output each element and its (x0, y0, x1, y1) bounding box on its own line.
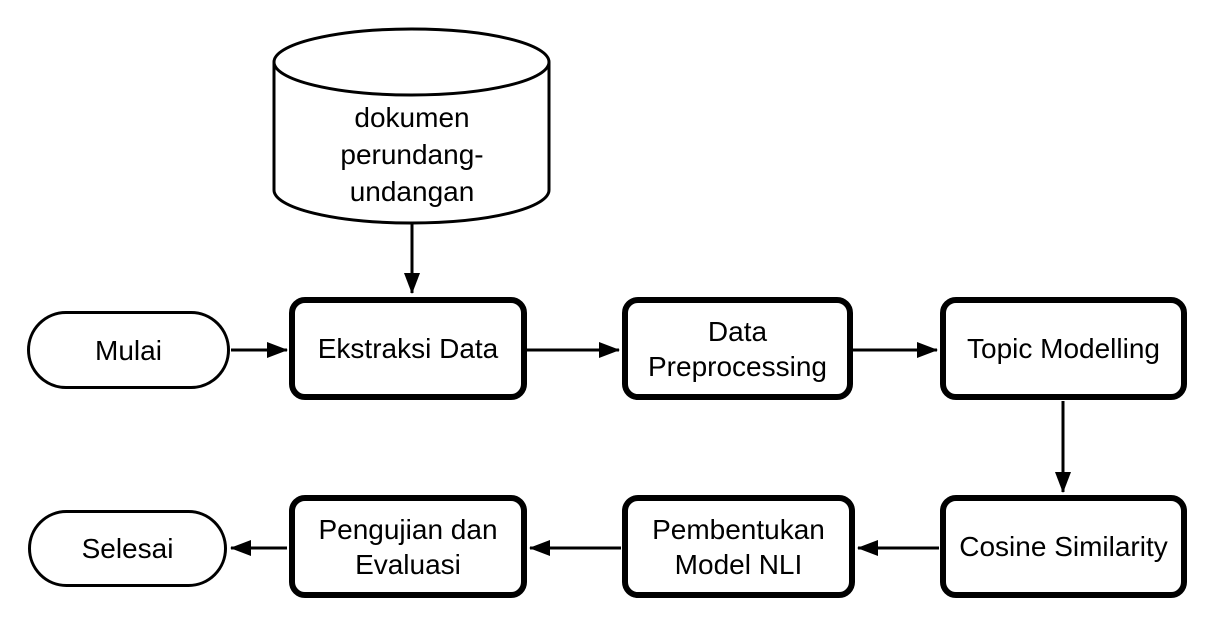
node-label-line: Preprocessing (648, 350, 827, 382)
node-ekstraksi-data: Ekstraksi Data (289, 297, 527, 400)
node-cosine-label: Cosine Similarity (959, 529, 1168, 564)
node-label-line: perundang- (340, 139, 484, 170)
node-end-terminator: Selesai (28, 510, 227, 587)
node-data-preprocessing: Data Preprocessing (622, 297, 853, 400)
node-label-line: Cosine Similarity (959, 531, 1168, 562)
node-start-terminator: Mulai (27, 311, 230, 389)
node-label-line: Model NLI (674, 548, 803, 580)
cylinder-top (272, 27, 551, 97)
node-label-line: undangan (349, 176, 475, 207)
node-ekstraksi-label: Ekstraksi Data (318, 331, 499, 366)
node-label-line: Evaluasi (355, 548, 461, 580)
node-label-line: Topic Modelling (967, 333, 1160, 364)
node-topic-modelling: Topic Modelling (940, 297, 1187, 400)
node-label-line: Mulai (95, 334, 162, 366)
node-cosine-similarity: Cosine Similarity (940, 495, 1187, 598)
node-label-line: Pembentukan (652, 513, 825, 545)
node-label-line: Ekstraksi Data (317, 333, 499, 364)
node-label-line: dokumen (354, 102, 470, 133)
node-pengujian-label: Pengujian dan Evaluasi (318, 512, 497, 582)
node-start-label: Mulai (95, 333, 162, 368)
cylinder-body (272, 62, 551, 225)
node-label-line: Data (707, 315, 768, 347)
node-pembentukan-model-nli: Pembentukan Model NLI (622, 495, 855, 598)
datastore-cylinder-shape (272, 27, 551, 225)
node-label-line: Selesai (81, 533, 174, 564)
node-topic-label: Topic Modelling (967, 331, 1160, 366)
node-nli-label: Pembentukan Model NLI (652, 512, 825, 582)
node-datastore-label: dokumen perundang- undangan (274, 99, 550, 210)
node-label-line: Pengujian dan (318, 513, 498, 545)
node-pengujian-dan-evaluasi: Pengujian dan Evaluasi (289, 495, 527, 598)
node-preprocessing-label: Data Preprocessing (648, 314, 827, 384)
node-end-label: Selesai (82, 531, 174, 566)
